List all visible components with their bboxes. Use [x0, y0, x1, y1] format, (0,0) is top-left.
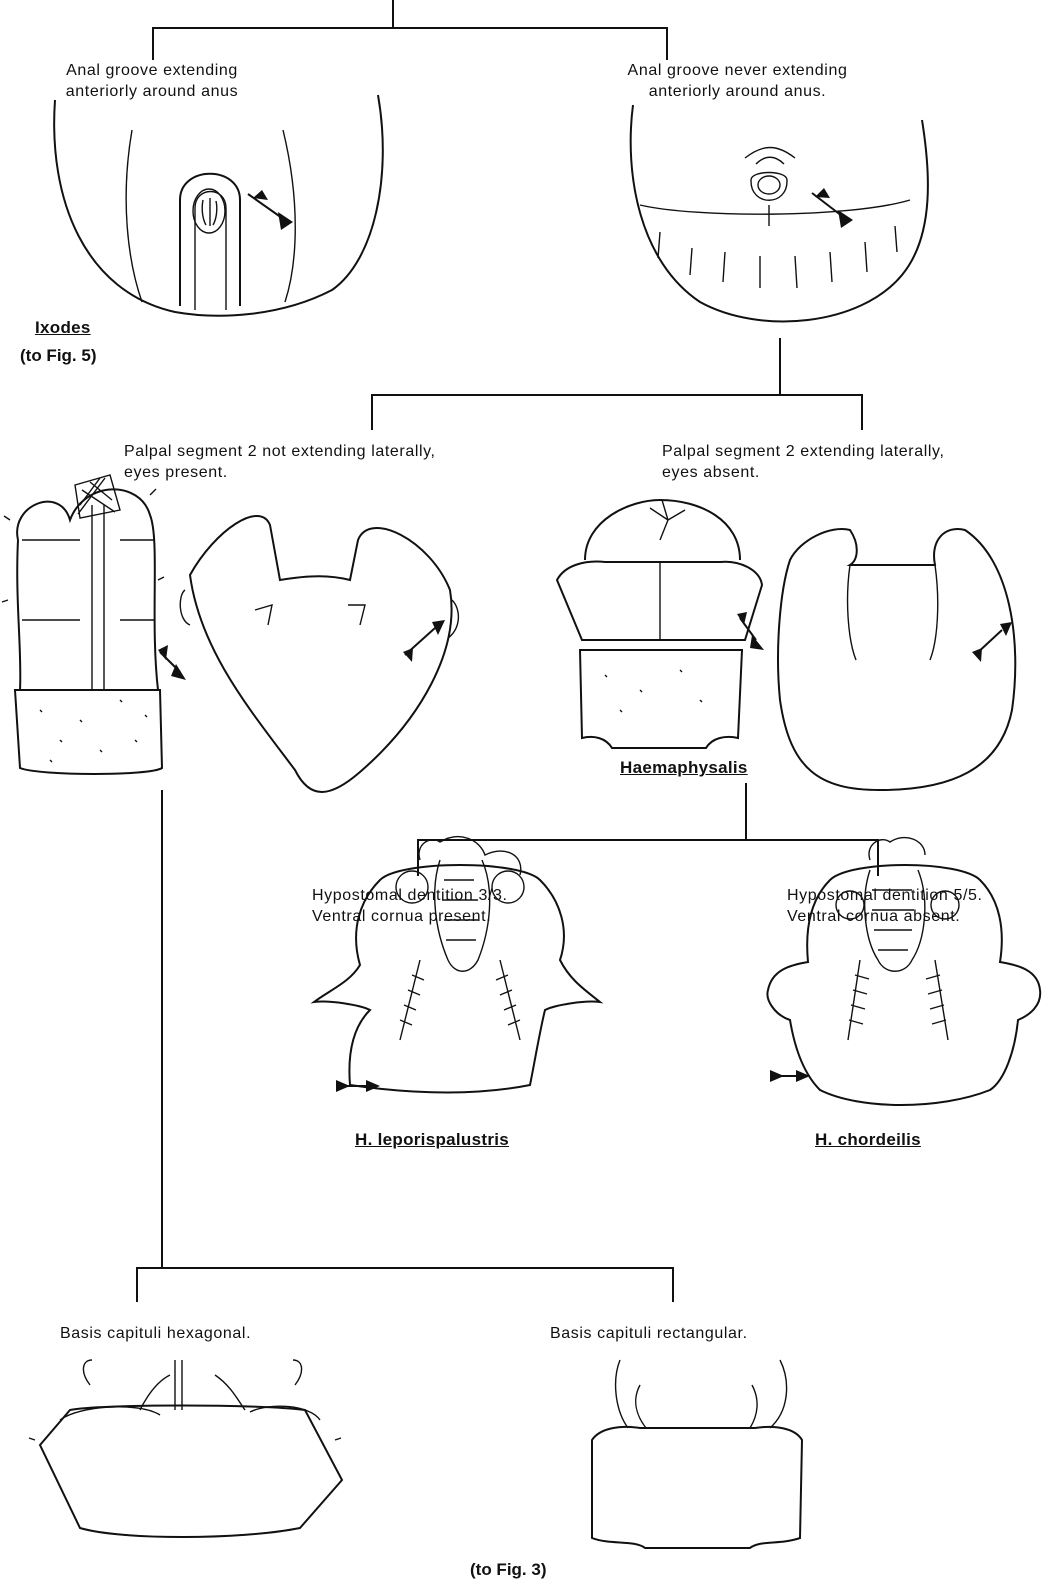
couplet-3-left-line1: Hypostomal dentition 3/3.: [312, 885, 508, 906]
couplet-2-right-text: Palpal segment 2 extending laterally, ey…: [662, 441, 945, 483]
couplet-3-right-text: Hypostomal dentition 5/5. Ventral cornua…: [787, 885, 983, 927]
couplet-1-left-line1: Anal groove extending: [32, 60, 272, 81]
couplet-1-right-line1: Anal groove never extending: [595, 60, 880, 81]
couplet-1-left-line2: anteriorly around anus: [32, 81, 272, 102]
taxon-haemaphysalis: Haemaphysalis: [620, 758, 748, 778]
couplet-2-right-line1: Palpal segment 2 extending laterally,: [662, 441, 945, 462]
h-chordeilis-capitulum-drawing: [767, 838, 1040, 1105]
couplet-3-left-line2: Ventral cornua present.: [312, 906, 508, 927]
basis-capituli-rectangular-drawing: [592, 1360, 802, 1548]
couplet-3-left-text: Hypostomal dentition 3/3. Ventral cornua…: [312, 885, 508, 927]
taxon-ixodes: Ixodes: [35, 318, 91, 338]
scutum-eyes-absent-drawing: [778, 529, 1015, 790]
couplet-2-left-line1: Palpal segment 2 not extending laterally…: [124, 441, 436, 462]
haemaphysalis-capitulum-drawing: [557, 500, 764, 748]
basis-capituli-hexagonal-drawing: [29, 1360, 342, 1537]
h-leporispalustris-capitulum-drawing: [314, 837, 600, 1093]
couplet-4-left-text: Basis capituli hexagonal.: [60, 1323, 251, 1344]
reference-fig-3: (to Fig. 3): [470, 1560, 546, 1580]
capitulum-dorsal-drawing: [2, 475, 186, 774]
taxon-h-leporispalustris: H. leporispalustris: [355, 1130, 509, 1150]
couplet-4-right-text: Basis capituli rectangular.: [550, 1323, 748, 1344]
couplet-1-right-line2: anteriorly around anus.: [595, 81, 880, 102]
couplet-1-left-text: Anal groove extending anteriorly around …: [32, 60, 272, 102]
couplet-1-right-text: Anal groove never extending anteriorly a…: [595, 60, 880, 102]
reference-fig-5: (to Fig. 5): [20, 346, 96, 366]
ixodes-anal-groove-drawing: [54, 95, 383, 316]
couplet-3-right-line1: Hypostomal dentition 5/5.: [787, 885, 983, 906]
scutum-eyes-present-drawing: [180, 516, 458, 792]
couplet-2-left-line2: eyes present.: [124, 462, 436, 483]
couplet-2-left-text: Palpal segment 2 not extending laterally…: [124, 441, 436, 483]
prostriate-absent-anal-groove-drawing: [631, 105, 928, 321]
couplet-3-right-line2: Ventral cornua absent.: [787, 906, 983, 927]
couplet-2-right-line2: eyes absent.: [662, 462, 945, 483]
taxon-h-chordeilis: H. chordeilis: [815, 1130, 921, 1150]
